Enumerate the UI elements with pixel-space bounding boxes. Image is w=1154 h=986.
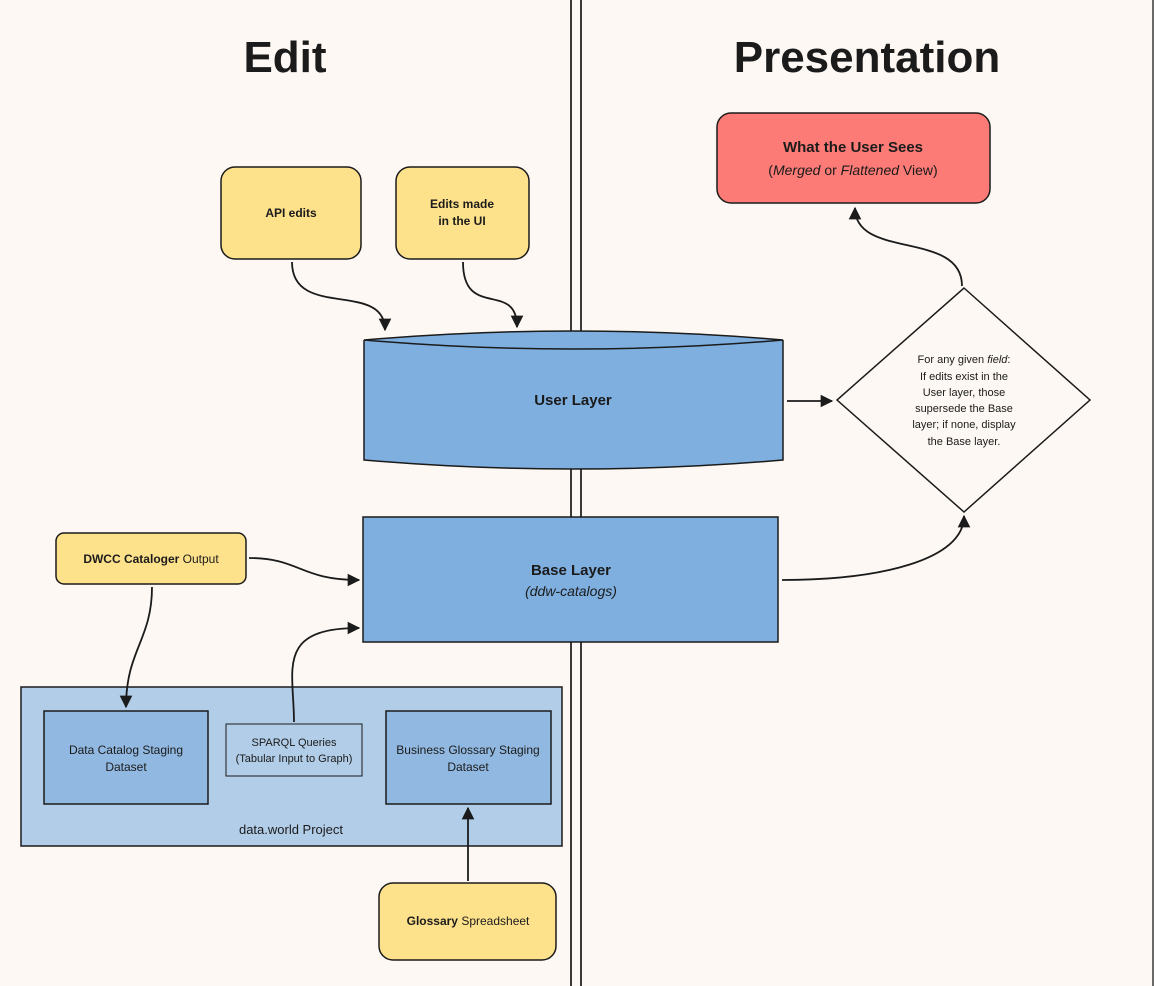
data-catalog-staging-line1: Data Catalog Staging <box>69 743 183 757</box>
api-edits-label: API edits <box>265 206 317 220</box>
sparql-queries-node: SPARQL Queries (Tabular Input to Graph) <box>225 723 363 777</box>
ui-edits-node: Edits made in the UI <box>395 166 530 260</box>
decision-line1: For any given field: <box>918 354 1011 366</box>
base-layer-node: Base Layer (ddw-catalogs) <box>362 516 779 643</box>
dwcc-output-node: DWCC Cataloger Output <box>55 532 247 585</box>
user-sees-title: What the User Sees <box>783 139 923 156</box>
decision-line3: User layer, those <box>923 387 1006 399</box>
user-layer-node: User Layer <box>363 330 784 470</box>
decision-line2: If edits exist in the <box>920 371 1008 383</box>
business-glossary-staging-line2: Dataset <box>447 760 489 774</box>
base-layer-subtitle: (ddw-catalogs) <box>525 583 617 599</box>
data-catalog-staging-line2: Dataset <box>105 760 147 774</box>
business-glossary-staging-line1: Business Glossary Staging <box>396 743 539 757</box>
edge-dwcc-to-base-layer <box>248 557 361 587</box>
edit-title: Edit <box>243 33 326 82</box>
edge-api-to-user-layer <box>291 261 392 332</box>
ui-edits-label-line1: Edits made <box>430 197 494 211</box>
lane-divider <box>570 0 582 986</box>
decision-diamond: For any given field: If edits exist in t… <box>835 286 1092 514</box>
glossary-spreadsheet-label: Glossary Spreadsheet <box>407 914 530 928</box>
presentation-title: Presentation <box>734 33 1001 82</box>
data-catalog-staging-node: Data Catalog Staging Dataset <box>43 710 209 805</box>
decision-line6: the Base layer. <box>928 436 1001 448</box>
decision-line4: supersede the Base <box>915 403 1013 415</box>
edge-dwcc-to-data-catalog-staging <box>119 586 153 709</box>
user-layer-label: User Layer <box>534 392 612 409</box>
edge-base-layer-to-decision <box>781 514 971 581</box>
dwcc-output-label: DWCC Cataloger Output <box>83 552 219 566</box>
glossary-spreadsheet-node: Glossary Spreadsheet <box>378 882 557 961</box>
user-sees-node: What the User Sees (Merged or Flattened … <box>716 112 991 204</box>
edge-ui-to-user-layer <box>462 261 524 329</box>
business-glossary-staging-node: Business Glossary Staging Dataset <box>385 710 552 805</box>
base-layer-title: Base Layer <box>531 562 611 579</box>
edge-sparql-to-base-layer <box>291 621 361 723</box>
api-edits-node: API edits <box>220 166 362 260</box>
sparql-line2: (Tabular Input to Graph) <box>236 753 353 765</box>
decision-line5: layer; if none, display <box>912 419 1016 431</box>
project-label: data.world Project <box>239 822 343 837</box>
ui-edits-label-line2: in the UI <box>438 214 485 228</box>
sparql-line1: SPARQL Queries <box>252 737 337 749</box>
edge-decision-to-user-sees <box>848 206 963 287</box>
user-sees-subtitle: (Merged or Flattened View) <box>768 162 937 178</box>
